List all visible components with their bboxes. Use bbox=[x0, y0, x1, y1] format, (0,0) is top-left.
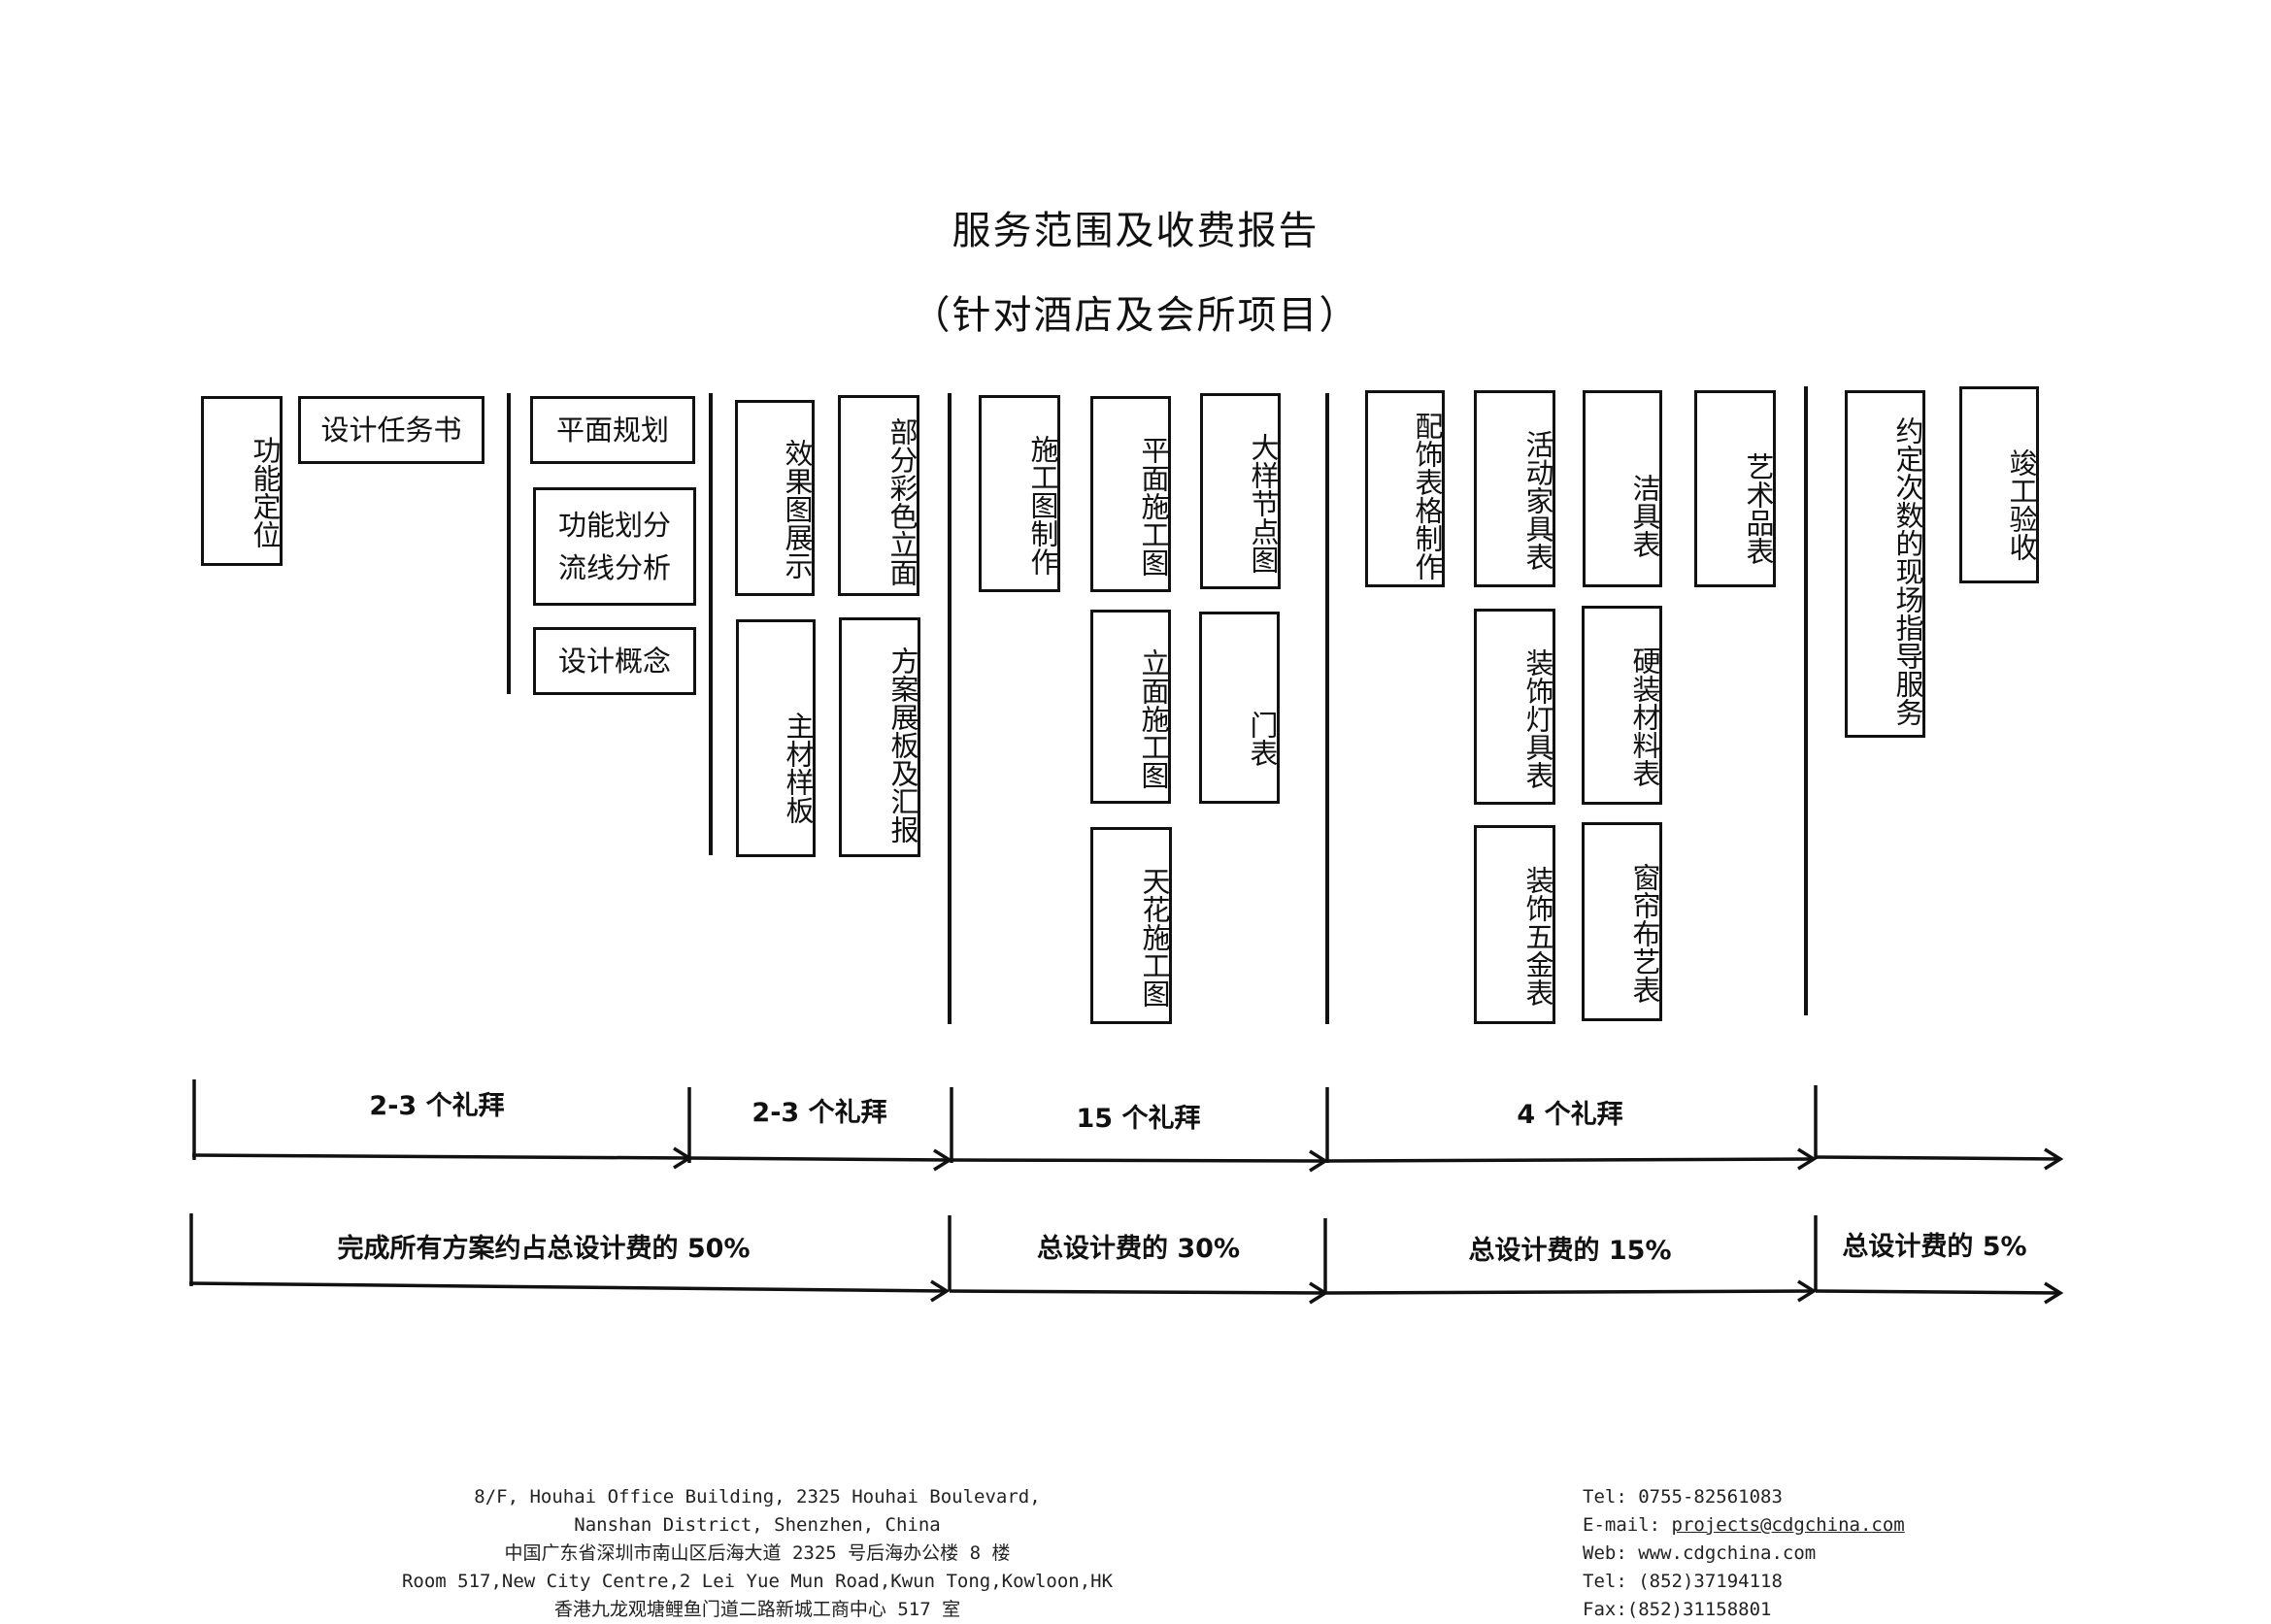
duration-label: 4 个礼拜 bbox=[1517, 1100, 1623, 1130]
fee-arrow bbox=[949, 1289, 1326, 1295]
page-subtitle: （针对酒店及会所项目） bbox=[911, 293, 1360, 338]
contact-web: Web: www.cdgchina.com bbox=[1583, 1542, 1817, 1564]
box-function-positioning: 功能定位 bbox=[201, 396, 283, 566]
box-function-flow-analysis: 功能划分流线分析 bbox=[533, 487, 696, 606]
contact-email-row: E-mail: projects@cdgchina.com bbox=[1583, 1511, 1905, 1540]
box-site-guidance-service: 约定次数的现场指导服务 bbox=[1845, 390, 1925, 738]
box-main-material-samples: 主材样板 bbox=[736, 619, 816, 857]
fee-arrow bbox=[1324, 1289, 1815, 1295]
fee-label: 总设计费的 15% bbox=[1468, 1236, 1672, 1266]
phase-divider bbox=[1325, 393, 1329, 1024]
duration-arrow bbox=[191, 1153, 690, 1160]
email-link[interactable]: projects@cdgchina.com bbox=[1671, 1514, 1905, 1536]
arrowhead bbox=[2044, 1147, 2064, 1171]
duration-arrow bbox=[951, 1158, 1326, 1163]
address-line: 香港九龙观塘鲤鱼门道二路新城工商中心 517 室 bbox=[553, 1599, 961, 1620]
email-label: E-mail: bbox=[1583, 1514, 1672, 1536]
footer-contact: Tel: 0755-82561083 E-mail: projects@cdgc… bbox=[1583, 1483, 1905, 1624]
box-elevation-construction-drawings: 立面施工图 bbox=[1090, 610, 1171, 804]
box-door-schedule: 门表 bbox=[1199, 612, 1280, 804]
phase-divider bbox=[507, 393, 511, 694]
box-loose-furniture-schedule: 活动家具表 bbox=[1474, 390, 1555, 587]
arrowhead bbox=[1797, 1279, 1818, 1303]
duration-label: 2-3 个礼拜 bbox=[369, 1091, 505, 1121]
address-line: 中国广东省深圳市南山区后海大道 2325 号后海办公楼 8 楼 bbox=[504, 1542, 1011, 1564]
box-sanitary-ware-schedule: 洁具表 bbox=[1583, 390, 1662, 587]
address-line: Room 517,New City Centre,2 Lei Yue Mun R… bbox=[401, 1571, 1114, 1592]
contact-tel: Tel: 0755-82561083 bbox=[1583, 1486, 1783, 1508]
box-decor-schedule: 配饰表格制作 bbox=[1365, 390, 1445, 587]
box-completion-acceptance: 竣工验收 bbox=[1959, 386, 2039, 583]
arrowhead bbox=[1797, 1147, 1818, 1171]
phase-divider bbox=[948, 393, 952, 1024]
box-construction-drawings: 施工图制作 bbox=[979, 395, 1060, 592]
arrowhead bbox=[1309, 1149, 1329, 1173]
footer-address: 8/F, Houhai Office Building, 2325 Houhai… bbox=[175, 1483, 1340, 1624]
box-rendering-display: 效果图展示 bbox=[735, 400, 815, 596]
fee-arrow bbox=[1815, 1289, 2061, 1295]
box-hard-finish-material-schedule: 硬装材料表 bbox=[1582, 606, 1662, 805]
phase-divider bbox=[1804, 386, 1808, 1015]
box-ceiling-construction-drawings: 天花施工图 bbox=[1090, 827, 1172, 1024]
box-partial-color-elevation: 部分彩色立面 bbox=[838, 395, 919, 596]
contact-fax: Fax:(852)31158801 bbox=[1583, 1599, 1772, 1620]
duration-arrow bbox=[1326, 1157, 1815, 1163]
box-detail-node-drawings: 大样节点图 bbox=[1200, 393, 1281, 589]
box-decorative-hardware-schedule: 装饰五金表 bbox=[1474, 825, 1555, 1024]
box-artwork-schedule: 艺术品表 bbox=[1694, 390, 1776, 587]
box-decorative-lighting-schedule: 装饰灯具表 bbox=[1474, 609, 1555, 805]
fee-label: 总设计费的 5% bbox=[1842, 1232, 2027, 1262]
arrowhead bbox=[673, 1146, 693, 1170]
arrowhead bbox=[930, 1279, 951, 1303]
box-design-brief: 设计任务书 bbox=[298, 396, 484, 464]
box-curtain-fabric-schedule: 窗帘布艺表 bbox=[1582, 822, 1662, 1021]
arrowhead bbox=[2044, 1281, 2064, 1305]
duration-label: 2-3 个礼拜 bbox=[751, 1098, 887, 1128]
duration-label: 15 个礼拜 bbox=[1076, 1104, 1201, 1134]
duration-arrow bbox=[688, 1156, 951, 1162]
arrowhead bbox=[933, 1148, 953, 1172]
box-scheme-boards-report: 方案展板及汇报 bbox=[839, 617, 920, 857]
duration-arrow bbox=[1815, 1155, 2061, 1161]
address-line: 8/F, Houhai Office Building, 2325 Houhai… bbox=[474, 1486, 1041, 1508]
arrowhead bbox=[1309, 1281, 1329, 1305]
fee-arrow bbox=[188, 1281, 948, 1293]
contact-tel-hk: Tel: (852)37194118 bbox=[1583, 1571, 1783, 1592]
box-design-concept: 设计概念 bbox=[533, 627, 696, 695]
phase-divider bbox=[709, 393, 713, 855]
page-title: 服务范围及收费报告 bbox=[952, 209, 1319, 253]
address-line: Nanshan District, Shenzhen, China bbox=[574, 1514, 941, 1536]
box-plan-layout: 平面规划 bbox=[530, 396, 695, 464]
fee-label: 完成所有方案约占总设计费的 50% bbox=[337, 1234, 751, 1264]
box-plan-construction-drawings: 平面施工图 bbox=[1090, 396, 1171, 592]
fee-label: 总设计费的 30% bbox=[1036, 1234, 1241, 1264]
